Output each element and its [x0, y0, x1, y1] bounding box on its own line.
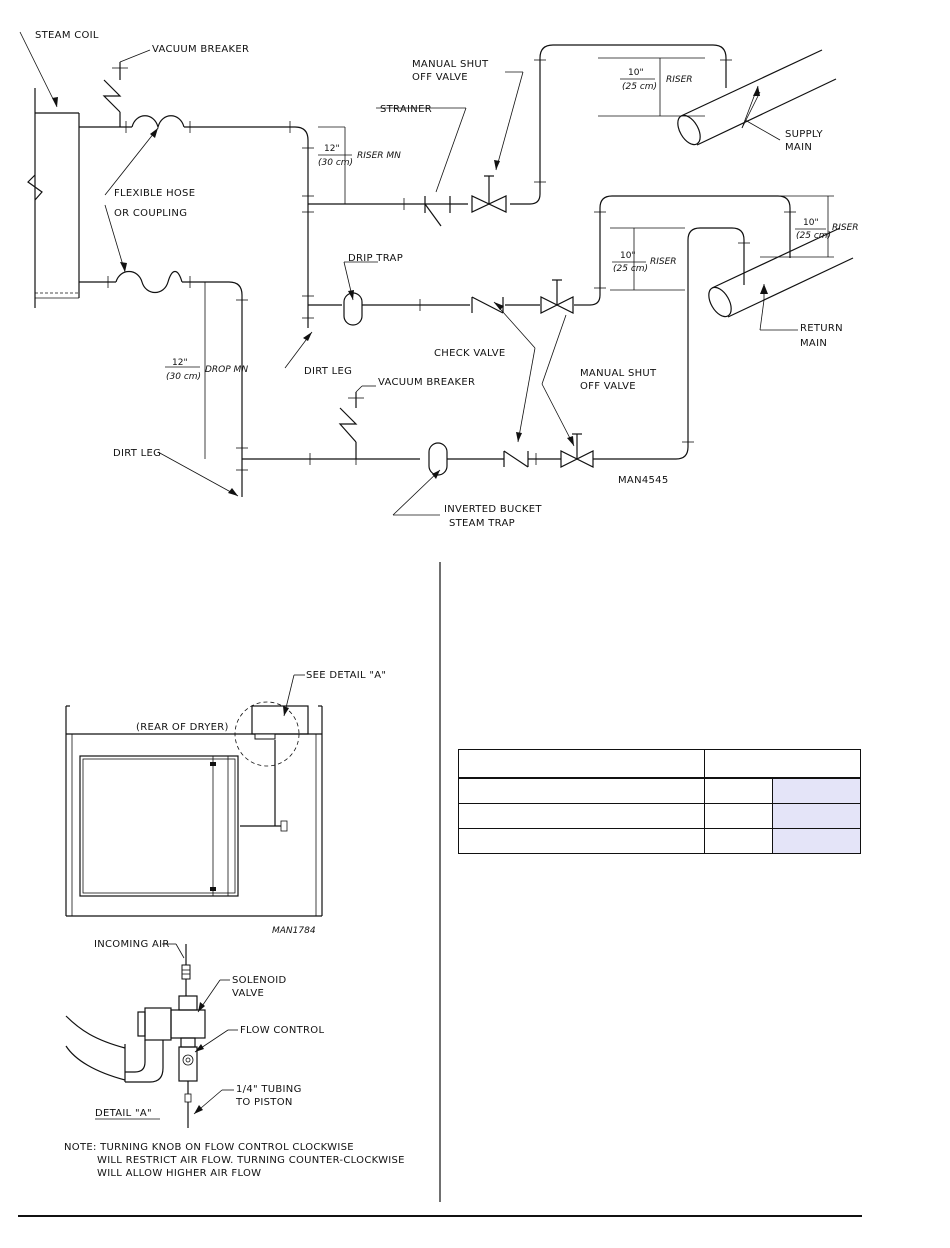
tubing-label-1: 1/4" TUBING — [236, 1084, 302, 1095]
dirt-leg-label-1: DIRT LEG — [304, 366, 352, 377]
leader-lines-top — [19, 31, 798, 516]
spec-table — [457, 749, 861, 854]
riser-mn-dimension — [318, 126, 352, 204]
riser-dimension-mid — [610, 227, 685, 291]
detail-a-label: DETAIL "A" — [95, 1108, 152, 1119]
steam-coil — [27, 88, 80, 308]
spec-table-header — [457, 749, 861, 779]
drop-mn-dim-1: 12" — [172, 358, 188, 368]
drip-trap-label: DRIP TRAP — [348, 253, 403, 264]
riser-dimension-top — [598, 57, 705, 117]
vacuum-breaker-bottom-label: VACUUM BREAKER — [378, 377, 475, 388]
flow-control-label: FLOW CONTROL — [240, 1025, 324, 1036]
see-detail-arrow — [283, 706, 289, 716]
table-row — [457, 777, 861, 804]
incoming-air-leader-2 — [175, 943, 185, 959]
incoming-air-label: INCOMING AIR — [94, 939, 170, 950]
table-cell — [704, 803, 774, 829]
table-cell — [457, 803, 706, 829]
check-valve-bottom — [503, 450, 529, 468]
table-cell — [457, 777, 706, 804]
shut-off-top-label-1: MANUAL SHUT — [412, 59, 489, 70]
riser-top-dim-1: 10" — [628, 68, 644, 78]
return-main-label-2: MAIN — [800, 338, 827, 349]
table-row — [457, 803, 861, 829]
riser-mn-dim-2: (30 cm) — [318, 158, 353, 168]
shut-off-valve-top — [471, 175, 507, 213]
inverted-bucket-label-1: INVERTED BUCKET — [444, 504, 542, 515]
note-line-1: NOTE: TURNING KNOB ON FLOW CONTROL CLOCK… — [64, 1142, 354, 1153]
table-cell-shaded — [772, 828, 861, 854]
flexible-hose-label-1: FLEXIBLE HOSE — [114, 188, 195, 199]
solenoid-arrow — [198, 1002, 205, 1012]
note-line-3: WILL ALLOW HIGHER AIR FLOW — [97, 1168, 261, 1179]
dryer-rear-view — [65, 701, 323, 917]
table-cell — [457, 828, 706, 854]
drawing-number-dryer: MAN1784 — [272, 926, 316, 936]
riser-right-word: RISER — [832, 223, 859, 233]
steam-coil-label: STEAM COIL — [35, 30, 99, 41]
riser-right-dim-1: 10" — [803, 218, 819, 228]
vacuum-breaker-top — [102, 62, 128, 127]
dirt-leg-label-2: DIRT LEG — [113, 448, 161, 459]
drawing-number-top: MAN4545 — [618, 475, 669, 486]
return-main-label-1: RETURN — [800, 323, 843, 334]
table-cell — [704, 777, 774, 804]
vacuum-breaker-top-label: VACUUM BREAKER — [152, 44, 249, 55]
riser-right-dim-2: (25 cm) — [796, 231, 831, 241]
drop-mn-dim-2: (30 cm) — [166, 372, 201, 382]
shut-off-valve-mid — [540, 279, 574, 314]
riser-mid-dim-1: 10" — [620, 251, 636, 261]
check-valve-mid — [471, 296, 504, 314]
supply-main-label-2: MAIN — [785, 142, 812, 153]
flow-control-arrow — [195, 1044, 204, 1052]
spec-header-cell — [457, 749, 706, 779]
table-cell-shaded — [772, 803, 861, 829]
shut-off-bottom-label-1: MANUAL SHUT — [580, 368, 657, 379]
strainer-label: STRAINER — [380, 104, 432, 115]
solenoid-label-1: SOLENOID — [232, 975, 287, 986]
drop-dimension — [165, 281, 230, 459]
return-main-pipe — [708, 227, 854, 318]
vacuum-breaker-bottom — [338, 392, 364, 459]
return-piping-bottom — [428, 227, 750, 476]
riser-mn-dim-1: 12" — [324, 144, 340, 154]
detail-a-assembly — [65, 944, 206, 1128]
table-cell-shaded — [772, 777, 861, 804]
inverted-bucket-label-2: STEAM TRAP — [449, 518, 515, 529]
shut-off-valve-bottom — [560, 433, 594, 468]
shut-off-top-label-2: OFF VALVE — [412, 72, 468, 83]
table-cell — [704, 828, 774, 854]
riser-dimension-right — [760, 195, 834, 258]
riser-mid-dim-2: (25 cm) — [613, 264, 648, 274]
solenoid-label-2: VALVE — [232, 988, 264, 999]
rear-of-dryer-label: (REAR OF DRYER) — [136, 722, 229, 733]
supply-piping — [79, 44, 732, 328]
note-line-2: WILL RESTRICT AIR FLOW. TURNING COUNTER-… — [97, 1155, 405, 1166]
supply-main-label-1: SUPPLY — [785, 129, 823, 140]
tubing-arrow — [194, 1105, 203, 1114]
strainer-symbol — [424, 196, 451, 227]
riser-mn-word: RISER MN — [357, 151, 401, 161]
flexible-hose-label-2: OR COUPLING — [114, 208, 187, 219]
shut-off-bottom-label-2: OFF VALVE — [580, 381, 636, 392]
riser-mid-word: RISER — [650, 257, 677, 267]
tubing-label-2: TO PISTON — [235, 1097, 293, 1108]
see-detail-label: SEE DETAIL "A" — [306, 670, 386, 681]
check-valve-label: CHECK VALVE — [434, 348, 506, 359]
riser-top-dim-2: (25 cm) — [622, 82, 657, 92]
drop-mn-word: DROP MN — [205, 365, 248, 375]
spec-header-cell — [704, 749, 861, 779]
riser-top-word: RISER — [666, 75, 693, 85]
table-row — [457, 828, 861, 854]
